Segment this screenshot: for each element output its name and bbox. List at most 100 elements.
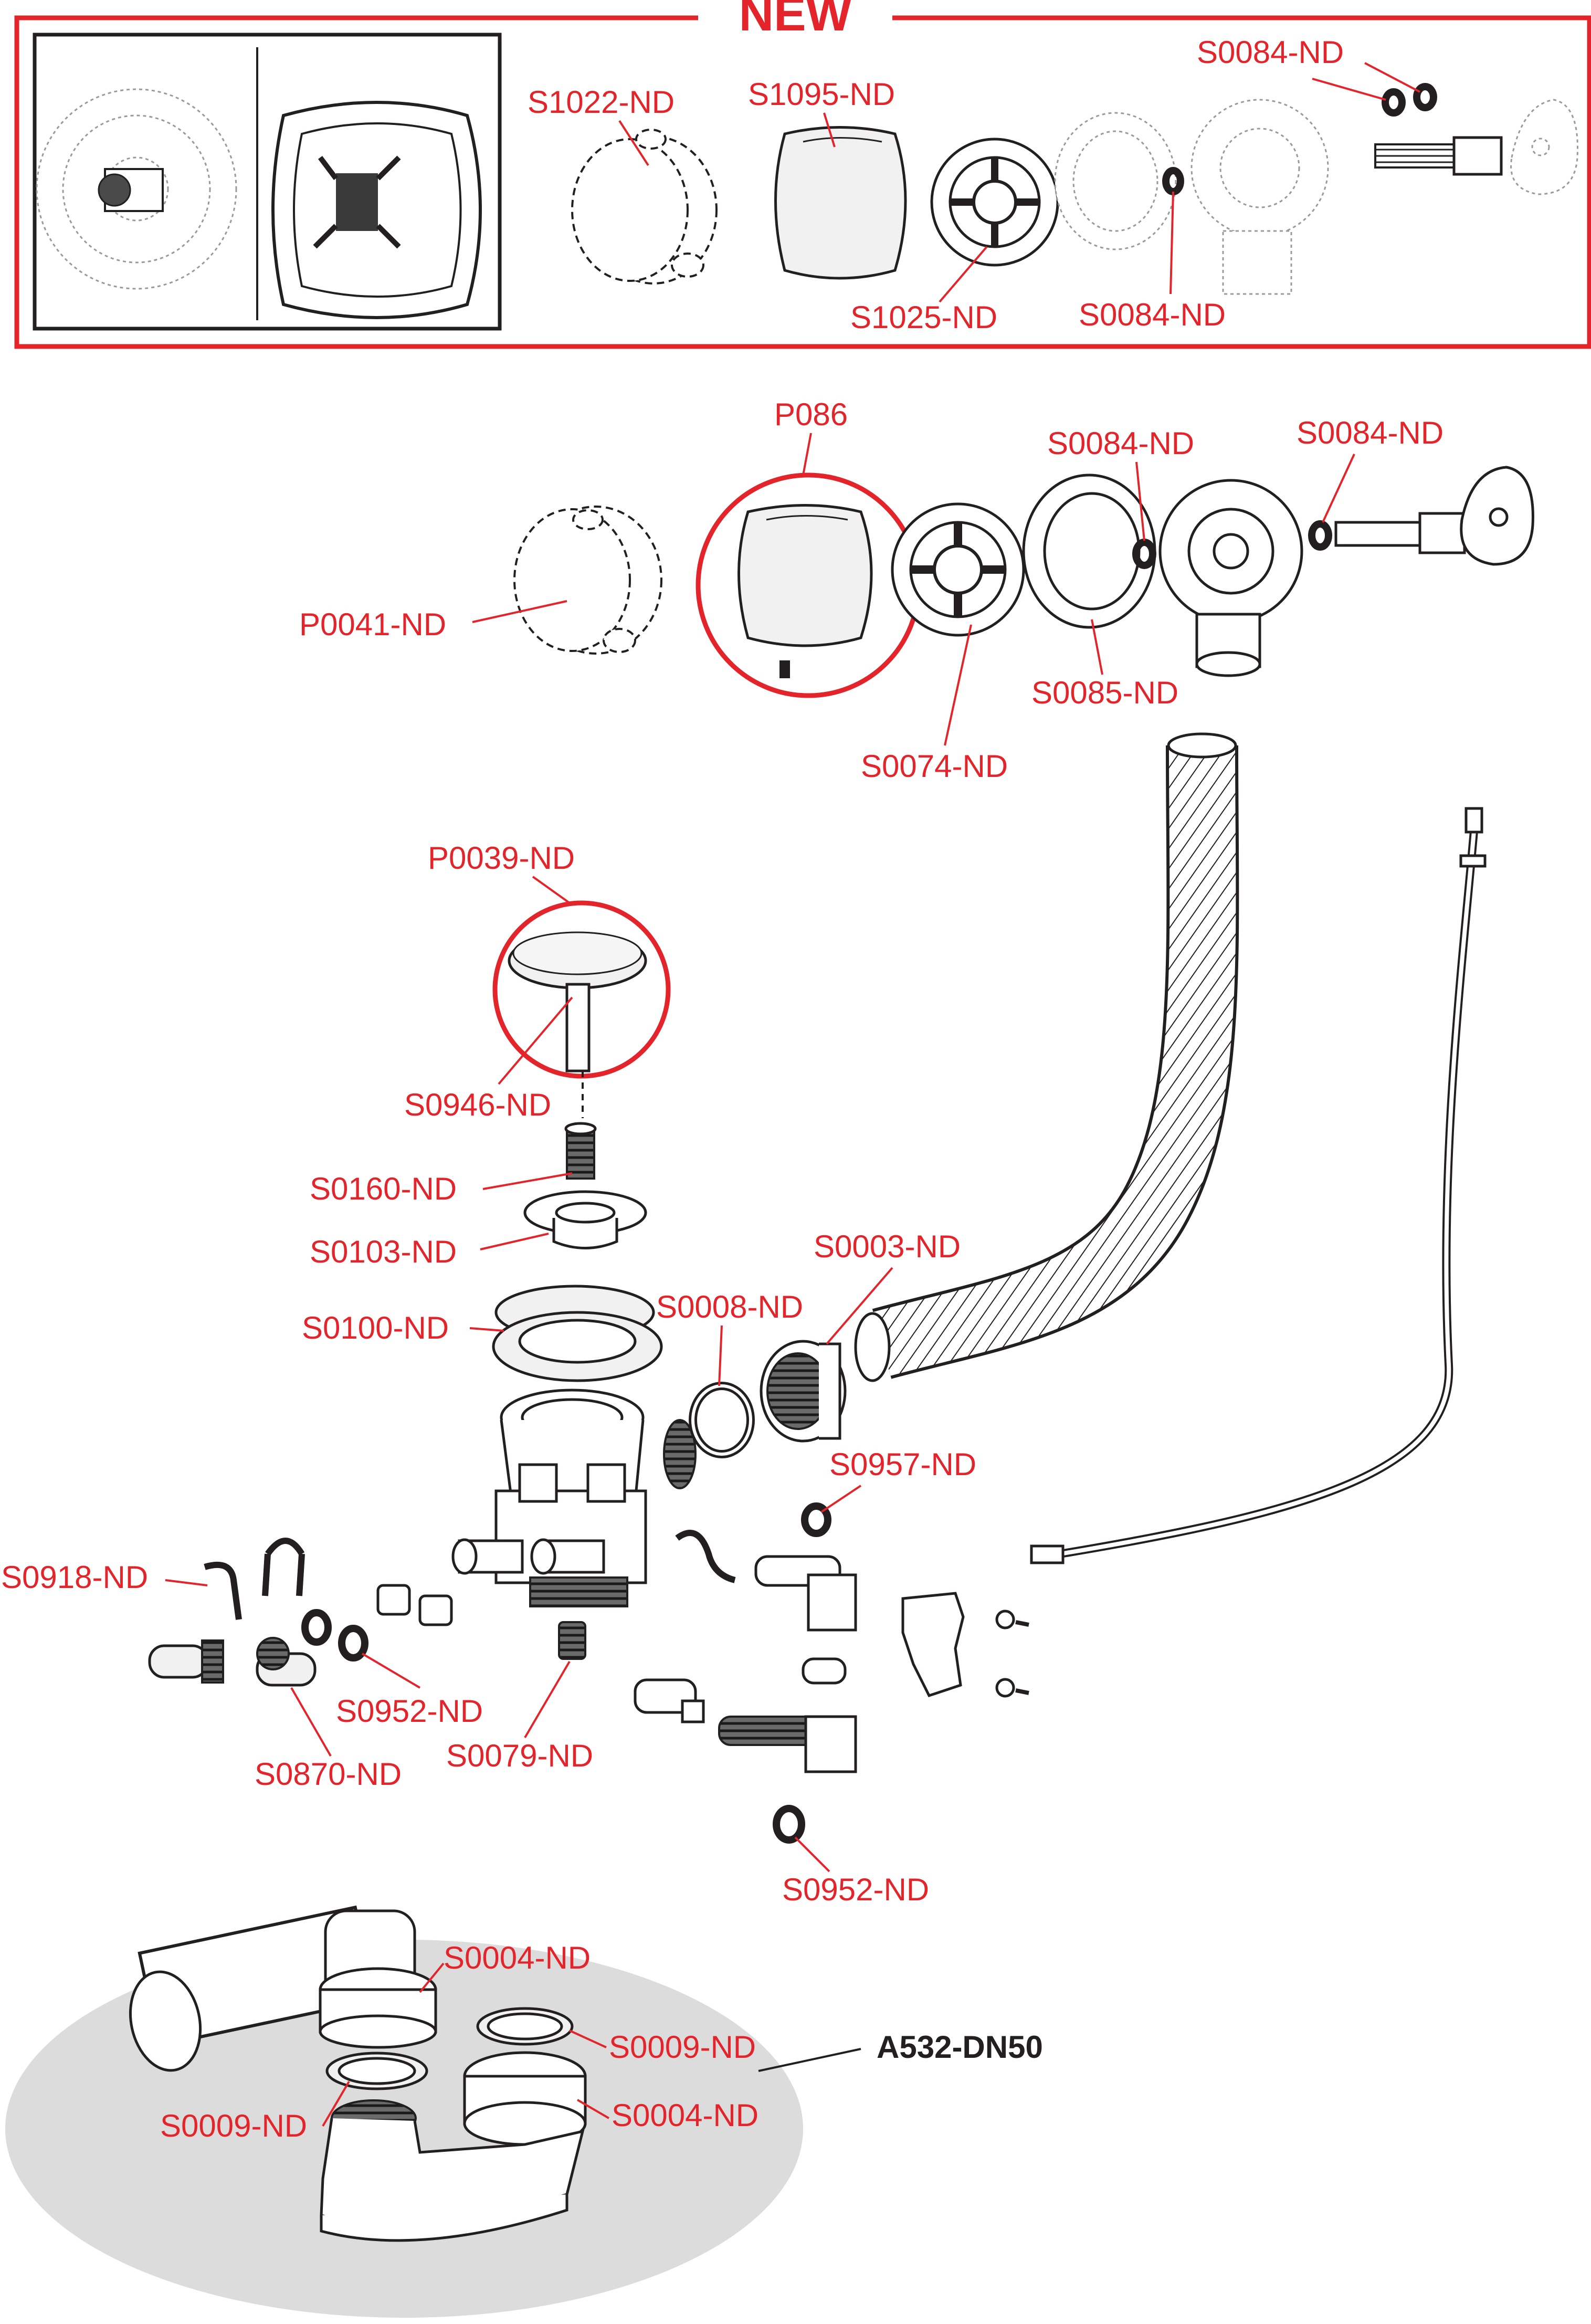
bowden-cable-part (1030, 807, 1487, 1564)
leader-s0003 (826, 1267, 893, 1345)
label-siphon-s0004-top: S0004-ND (444, 1940, 591, 1975)
label-s0957: S0957-ND (829, 1447, 976, 1482)
flexible-hose-part (854, 732, 1239, 1382)
leader-siphon-title (758, 2048, 861, 2072)
leader-s0870 (290, 1687, 332, 1757)
leader-s0084-right (1322, 454, 1355, 523)
clip-part-2 (262, 1538, 305, 1596)
leader-s0084-new-top (1312, 62, 1420, 101)
overflow-plate-part (1460, 466, 1534, 566)
leader-s0957 (820, 1485, 862, 1513)
siphon-lower-trap-part (320, 2051, 587, 2242)
label-s0918: S0918-ND (1, 1560, 148, 1595)
valve-fitting-part-2 (418, 1594, 453, 1626)
siphon-upper-elbow-part (129, 1905, 437, 2072)
label-s0952-bottom: S0952-ND (782, 1872, 929, 1907)
new-title: NEW (739, 0, 852, 41)
drain-body-part (451, 1389, 697, 1607)
p0039-plug-part (492, 900, 671, 1118)
label-s0079: S0079-ND (446, 1738, 593, 1773)
mounting-plate-part (901, 1592, 965, 1698)
label-p086: P086 (774, 397, 848, 432)
main-assembly: P086 P0041-ND S0074-ND S0085-ND S0084-ND… (299, 397, 1534, 784)
label-siphon-s0004-bottom: S0004-ND (612, 2098, 758, 2133)
inset-cover-detail (271, 101, 482, 319)
s0008-oring-highlight (691, 1384, 752, 1456)
leader-s1025 (939, 246, 988, 303)
leader-s0100 (469, 1327, 504, 1332)
s0085-ring-part (1022, 474, 1156, 629)
new-section-frame (14, 15, 1591, 349)
label-s0074: S0074-ND (861, 749, 1008, 784)
label-s0084-new-top: S0084-ND (1197, 35, 1344, 70)
new-faint-plate (1510, 99, 1578, 195)
s0870-elbow-part (256, 1637, 317, 1687)
screw-part-1 (995, 1610, 1029, 1629)
s0160-screw-part (564, 1122, 597, 1180)
label-s0100: S0100-ND (302, 1310, 449, 1345)
s0084-oring-right (1308, 520, 1332, 551)
new-section: NEW (14, 0, 1591, 349)
inset-rosette-detail (36, 88, 237, 290)
piston-part (754, 1555, 857, 1632)
s0074-rosette-part (891, 502, 1025, 637)
label-s0008: S0008-ND (656, 1289, 803, 1324)
leader-s1095 (823, 112, 836, 148)
bracket-part (675, 1530, 736, 1583)
label-p0039: P0039-ND (428, 840, 575, 876)
label-s0084-left: S0084-ND (1047, 426, 1194, 461)
actuator-rod-part (718, 1715, 857, 1773)
leader-p0041 (472, 600, 567, 623)
leader-p086 (802, 433, 812, 476)
leader-s0079 (524, 1660, 571, 1739)
leader-siphon-s0004-top (419, 1962, 445, 1993)
s0079-bushing-part (558, 1621, 586, 1660)
new-spindle-part (1374, 136, 1503, 176)
label-s0003: S0003-ND (814, 1229, 961, 1264)
leader-s0946 (498, 996, 573, 1085)
inset-detail-box (33, 33, 502, 331)
s0084-oring-left (1132, 539, 1156, 569)
s1022-cap-part (571, 129, 718, 285)
overflow-body-part (1158, 479, 1303, 677)
leader-siphon-s0004-bottom (576, 2099, 610, 2119)
label-siphon-s0009-right: S0009-ND (609, 2029, 756, 2065)
label-s0084-new-bottom: S0084-ND (1079, 297, 1226, 332)
label-s0952-left: S0952-ND (336, 1694, 483, 1729)
leader-siphon-s0009-right (569, 2029, 607, 2048)
leader-s0160 (482, 1172, 573, 1190)
leader-s0952-bottom (794, 1836, 830, 1873)
overflow-spindle-part (1334, 512, 1466, 554)
oring-part-left (301, 1609, 332, 1646)
s0003-nut-part (760, 1340, 847, 1443)
siphon-s0009-left-ring (325, 2052, 428, 2090)
leader-s0103 (480, 1233, 549, 1250)
leader-s0918 (165, 1579, 208, 1586)
label-p0041: P0041-ND (299, 607, 446, 642)
siphon-s0009-right-ring (476, 2007, 574, 2046)
valve-fitting-part-1 (376, 1584, 411, 1616)
new-faint-ring-inner (1072, 130, 1158, 232)
p086-cover-part (696, 472, 921, 698)
label-s1095: S1095-ND (748, 77, 895, 112)
new-oring-top-right (1413, 83, 1437, 111)
s1095-cover-part (774, 126, 907, 280)
leader-s0085 (1091, 619, 1103, 675)
leader-siphon-s0009-left (322, 2080, 350, 2127)
p0041-cap-part (513, 506, 662, 655)
s0100-gasket-part (492, 1285, 663, 1382)
label-s0103: S0103-ND (310, 1234, 457, 1269)
leader-s0084-left (1135, 461, 1145, 541)
s1025-rosette-part (930, 138, 1059, 267)
leader-s0084-new-bottom (1169, 191, 1174, 295)
leader-s1022 (618, 120, 649, 166)
s0952-oring-left-part (338, 1625, 368, 1661)
new-faint-overflow-body (1190, 99, 1329, 295)
label-s0085: S0085-ND (1031, 675, 1178, 710)
s0957-oring-part (801, 1502, 831, 1537)
label-s0946: S0946-ND (404, 1087, 551, 1122)
label-s0084-right: S0084-ND (1297, 415, 1444, 450)
leader-s0008 (718, 1325, 723, 1386)
leader-s0952-left (361, 1653, 421, 1689)
